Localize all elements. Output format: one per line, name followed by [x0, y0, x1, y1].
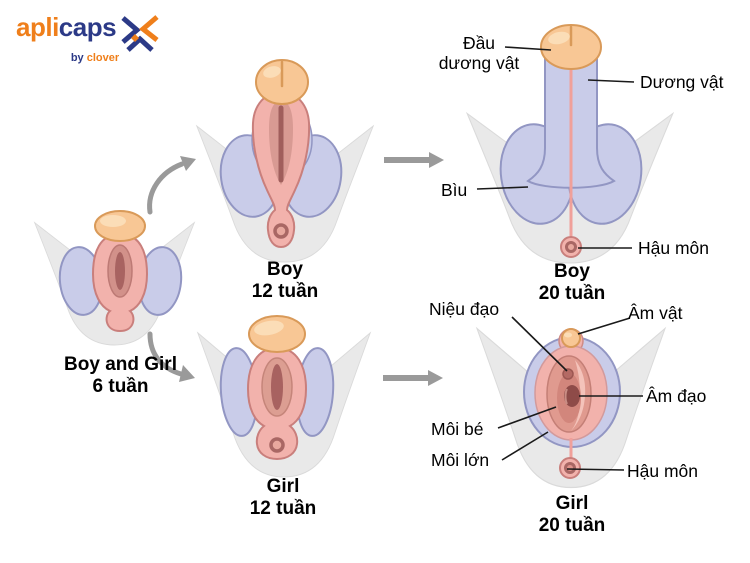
figure-week6-illustration — [58, 210, 183, 333]
caption-boy12-title: Boy — [267, 259, 303, 280]
caption-week6-title: Boy and Girl — [64, 354, 177, 375]
caption-week6-subtitle: 6 tuần — [92, 376, 149, 397]
label-anus-boy: Hậu môn — [638, 238, 710, 258]
caption-girl20-title: Girl — [555, 493, 589, 514]
figure-girl20-illustration — [523, 328, 621, 479]
caption-girl12: Girl 12 tuần — [223, 476, 343, 520]
caption-boy20-title: Boy — [554, 261, 590, 282]
label-labia-majora: Môi lớn — [431, 450, 490, 470]
label-clitoris: Âm vật — [628, 303, 683, 323]
caption-girl12-title: Girl — [266, 476, 300, 497]
label-anus-girl: Hậu môn — [627, 461, 699, 481]
label-penis: Dương vật — [640, 72, 724, 92]
caption-boy20: Boy 20 tuần — [512, 261, 632, 305]
arrow-week6-to-girl12 — [147, 331, 195, 382]
label-scrotum: Bìu — [441, 180, 468, 200]
leader-penis — [587, 79, 635, 83]
leader-labia-majora — [501, 431, 549, 461]
leader-lines — [476, 46, 643, 471]
aplicaps-x-icon — [121, 15, 159, 52]
logo-byline-brand: clover — [86, 52, 120, 64]
caption-week6: Boy and Girl 6 tuần — [38, 354, 203, 398]
leader-scrotum — [476, 186, 529, 190]
label-vagina: Âm đạo — [646, 386, 707, 406]
label-glans-penis: Đầu dương vật — [438, 33, 520, 73]
caption-girl20: Girl 20 tuần — [512, 493, 632, 537]
caption-girl12-subtitle: 12 tuần — [249, 498, 317, 519]
caption-boy12-subtitle: 12 tuần — [251, 281, 319, 302]
leader-labia-minora — [497, 406, 557, 429]
arrow-boy12-to-boy20 — [384, 152, 444, 168]
logo-wordmark: aplicaps — [16, 12, 117, 42]
caption-boy12: Boy 12 tuần — [225, 259, 345, 303]
logo-word-part2: caps — [58, 12, 117, 42]
leader-anus-girl — [566, 468, 625, 471]
label-labia-minora: Môi bé — [431, 419, 484, 439]
arrow-girl12-to-girl20 — [383, 370, 443, 386]
logo-word-part1: apli — [16, 12, 59, 42]
caption-boy20-subtitle: 20 tuần — [538, 283, 606, 304]
figure-boy12-illustration — [219, 59, 343, 249]
caption-girl20-subtitle: 20 tuần — [538, 515, 606, 536]
logo-byline-prefix: by — [70, 52, 84, 64]
figure-girl12-illustration — [219, 315, 335, 461]
label-urethra: Niệu đạo — [429, 299, 500, 319]
leader-clitoris — [577, 317, 631, 335]
aplicaps-logo: aplicaps by clover — [16, 12, 162, 64]
leader-glans — [504, 46, 552, 51]
figure-boy20-illustration — [499, 24, 643, 258]
leader-urethra — [511, 316, 568, 372]
arrow-week6-to-boy12 — [147, 156, 196, 215]
logo-byline: by clover — [40, 52, 150, 64]
